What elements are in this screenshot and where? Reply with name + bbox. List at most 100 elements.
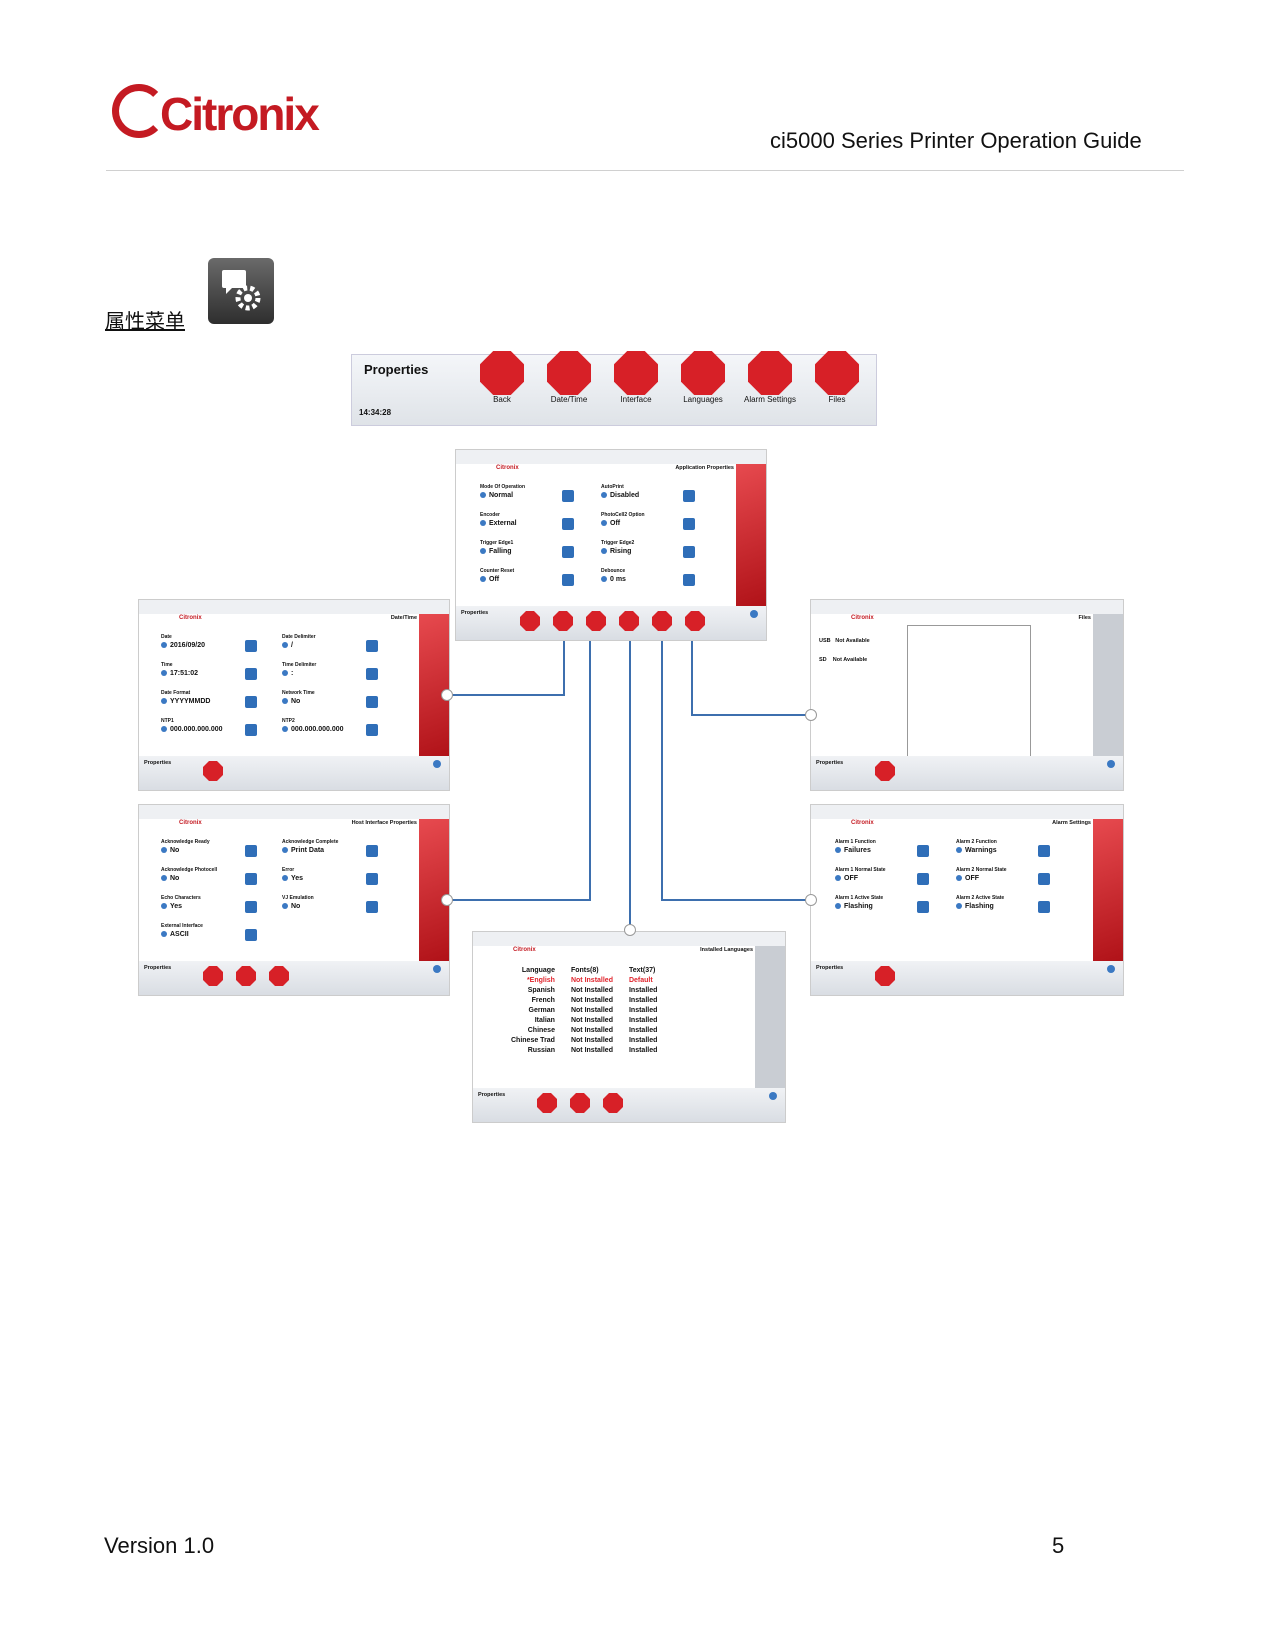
interface-button[interactable]: Interface: [614, 351, 671, 404]
files-button[interactable]: Files: [815, 351, 872, 404]
languages-button[interactable]: [619, 611, 639, 631]
help-icon[interactable]: [769, 1092, 777, 1100]
edit-icon[interactable]: [683, 546, 695, 558]
edit-icon[interactable]: [683, 518, 695, 530]
back-button[interactable]: [875, 966, 895, 986]
back-button[interactable]: Back: [480, 351, 537, 404]
alarm-settings-button[interactable]: Alarm Settings: [744, 351, 805, 404]
edit-icon[interactable]: [366, 640, 378, 652]
properties-gear-icon: [208, 258, 274, 324]
toolbar-time: 14:34:28: [359, 408, 392, 417]
help-icon[interactable]: [433, 965, 441, 973]
page-number: 5: [1052, 1533, 1065, 1558]
edit-icon[interactable]: [683, 574, 695, 586]
header-divider: [106, 170, 1184, 171]
connector-line: [691, 640, 693, 716]
screen-title: Alarm Settings: [1052, 820, 1091, 826]
alarm-settings-screen: Citronix Alarm Settings Alarm 1 Function…: [811, 805, 1123, 995]
back-button[interactable]: [537, 1093, 557, 1113]
edit-icon[interactable]: [917, 845, 929, 857]
edit-icon[interactable]: [245, 724, 257, 736]
alarm-settings-button[interactable]: [652, 611, 672, 631]
connector-node: [805, 709, 817, 721]
file-list[interactable]: [907, 625, 1031, 757]
application-properties-screen: Citronix Application Properties Mode Of …: [456, 450, 766, 640]
edit-icon[interactable]: [683, 490, 695, 502]
languages-button[interactable]: Languages: [681, 351, 738, 404]
edit-icon[interactable]: [1038, 845, 1050, 857]
edit-icon[interactable]: [1038, 873, 1050, 885]
edit-icon[interactable]: [562, 546, 574, 558]
internet-interface-button[interactable]: [269, 966, 289, 986]
help-icon[interactable]: [1107, 760, 1115, 768]
connector-line: [661, 899, 811, 901]
usb-status: Not Available: [835, 638, 870, 644]
interface-button[interactable]: [586, 611, 606, 631]
edit-icon[interactable]: [562, 490, 574, 502]
sd-status: Not Available: [832, 657, 868, 663]
back-button[interactable]: [875, 761, 895, 781]
files-button[interactable]: [685, 611, 705, 631]
back-button[interactable]: [520, 611, 540, 631]
connector-line: [661, 640, 663, 901]
edit-icon[interactable]: [245, 696, 257, 708]
edit-icon[interactable]: [245, 640, 257, 652]
edit-icon[interactable]: [245, 845, 257, 857]
edit-icon[interactable]: [366, 901, 378, 913]
fonts-button[interactable]: [570, 1093, 590, 1113]
edit-icon[interactable]: [917, 901, 929, 913]
citronix-logo: Citronix: [112, 84, 320, 141]
document-title: ci5000 Series Printer Operation Guide: [770, 128, 1142, 153]
connector-line: [447, 694, 565, 696]
field: Date Delimiter/: [282, 634, 316, 649]
properties-toolbar: Properties 14:34:28 Back Date/Time Inter…: [352, 351, 876, 425]
edit-icon[interactable]: [1038, 901, 1050, 913]
date-time-button[interactable]: [553, 611, 573, 631]
files-screen: Citronix Files USB Not Available SD Not …: [811, 600, 1123, 790]
connector-line: [447, 899, 591, 901]
edit-icon[interactable]: [366, 724, 378, 736]
edit-icon[interactable]: [366, 668, 378, 680]
edit-icon[interactable]: [917, 873, 929, 885]
serial-interface-button[interactable]: [236, 966, 256, 986]
back-button[interactable]: [203, 966, 223, 986]
edit-icon[interactable]: [245, 668, 257, 680]
screen-title: Application Properties: [675, 465, 734, 471]
help-icon[interactable]: [433, 760, 441, 768]
date-time-button[interactable]: Date/Time: [547, 351, 604, 404]
edit-icon[interactable]: [366, 696, 378, 708]
edit-icon[interactable]: [245, 873, 257, 885]
keyboards-button[interactable]: [603, 1093, 623, 1113]
edit-icon[interactable]: [366, 845, 378, 857]
back-button[interactable]: [203, 761, 223, 781]
connector-line: [563, 640, 565, 696]
edit-icon[interactable]: [245, 901, 257, 913]
edit-icon[interactable]: [366, 873, 378, 885]
help-icon[interactable]: [1107, 965, 1115, 973]
edit-icon[interactable]: [245, 929, 257, 941]
edit-icon[interactable]: [562, 574, 574, 586]
help-icon[interactable]: [750, 610, 758, 618]
edit-icon[interactable]: [562, 518, 574, 530]
